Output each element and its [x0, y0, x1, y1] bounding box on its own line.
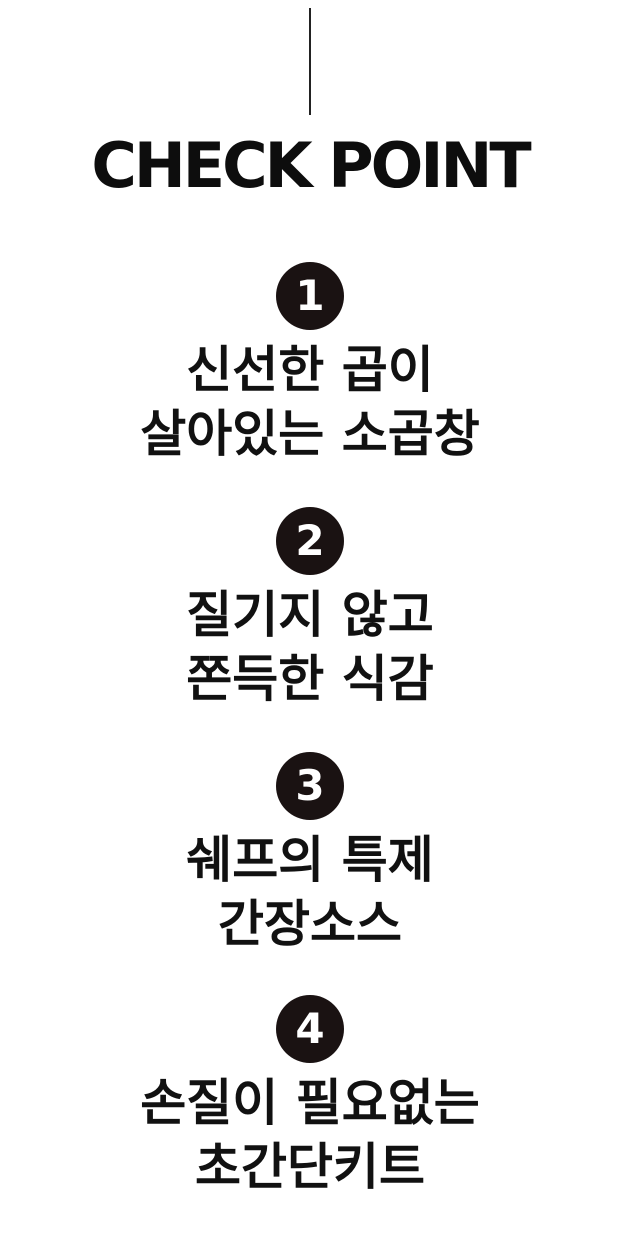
number-badge: 4: [276, 995, 344, 1063]
check-point-line-1: 쉐프의 특제: [186, 831, 434, 889]
check-point-line-2: 초간단키트: [195, 1138, 425, 1196]
number-badge-label: 4: [295, 1004, 325, 1053]
check-point-line-1: 손질이 필요없는: [140, 1074, 480, 1132]
number-badge-label: 2: [295, 516, 325, 565]
vertical-divider-line: [309, 8, 311, 115]
check-point-1: 1 신선한 곱이 살아있는 소곱창: [0, 262, 620, 466]
number-badge-label: 3: [295, 761, 325, 810]
check-point-line-2: 살아있는 소곱창: [140, 405, 480, 463]
number-badge: 3: [276, 752, 344, 820]
check-point-text: 쉐프의 특제 간장소스: [0, 828, 620, 956]
number-badge: 2: [276, 507, 344, 575]
check-point-text: 질기지 않고 쫀득한 식감: [0, 583, 620, 711]
check-point-line-2: 쫀득한 식감: [186, 650, 434, 708]
number-badge-label: 1: [295, 271, 325, 320]
check-point-text: 신선한 곱이 살아있는 소곱창: [0, 338, 620, 466]
check-point-line-2: 간장소스: [218, 895, 402, 953]
check-point-text: 손질이 필요없는 초간단키트: [0, 1071, 620, 1199]
check-point-4: 4 손질이 필요없는 초간단키트: [0, 995, 620, 1199]
check-point-line-1: 신선한 곱이: [186, 341, 434, 399]
page-title: CHECK POINT: [91, 129, 531, 202]
check-point-line-1: 질기지 않고: [186, 586, 434, 644]
check-point-3: 3 쉐프의 특제 간장소스: [0, 752, 620, 956]
check-point-2: 2 질기지 않고 쫀득한 식감: [0, 507, 620, 711]
number-badge: 1: [276, 262, 344, 330]
